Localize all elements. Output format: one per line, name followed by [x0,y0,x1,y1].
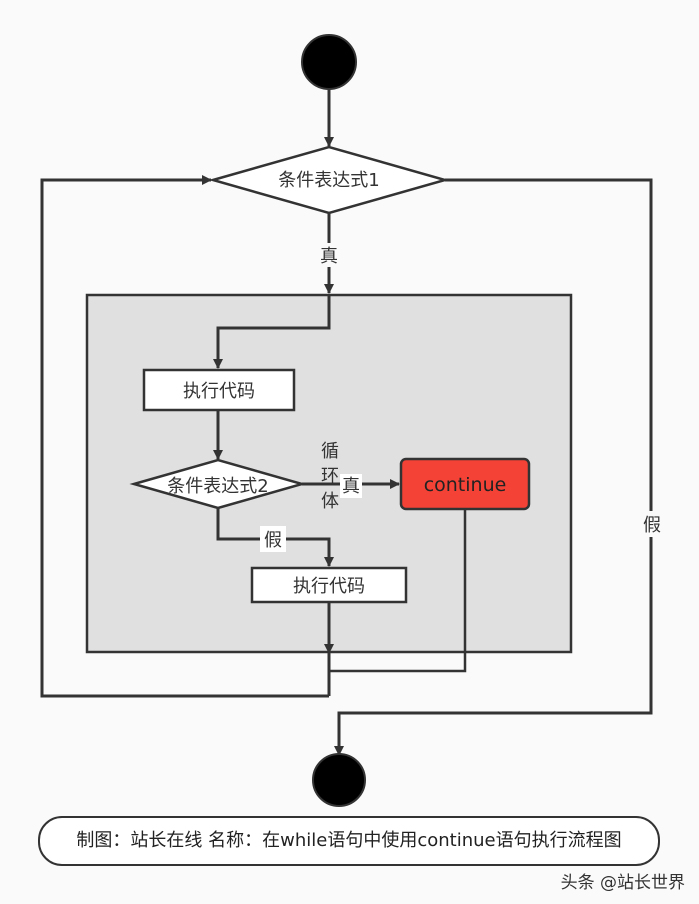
start-node [301,34,357,90]
false-label-1: 假 [643,515,661,536]
edge-condition1-false [334,178,653,756]
condition1-label: 条件表达式1 [278,170,379,191]
edge-continue-back [329,509,467,673]
exec-code-2-label: 执行代码 [293,576,365,597]
end-node [312,753,366,807]
loop-body-label-char-2: 环 [321,466,339,487]
caption-box: 制图：站长在线 名称：在while语句中使用continue语句执行流程图 [38,816,660,866]
exec-code-1-box [142,368,296,412]
false-label-2: 假 [264,530,282,551]
loop-body-label-char-3: 体 [321,491,339,512]
continue-label: continue [424,474,507,496]
loop-body-label-char-1: 循 [321,441,339,462]
true-label-1: 真 [320,246,338,267]
condition2-label: 条件表达式2 [167,476,268,497]
watermark: 头条 @站长世界 [560,873,685,893]
edge-loop-back [40,175,329,698]
edge-to-exec-code-1 [213,295,331,369]
true-label-2: 真 [342,476,360,497]
exec-code-1-label: 执行代码 [183,381,255,402]
